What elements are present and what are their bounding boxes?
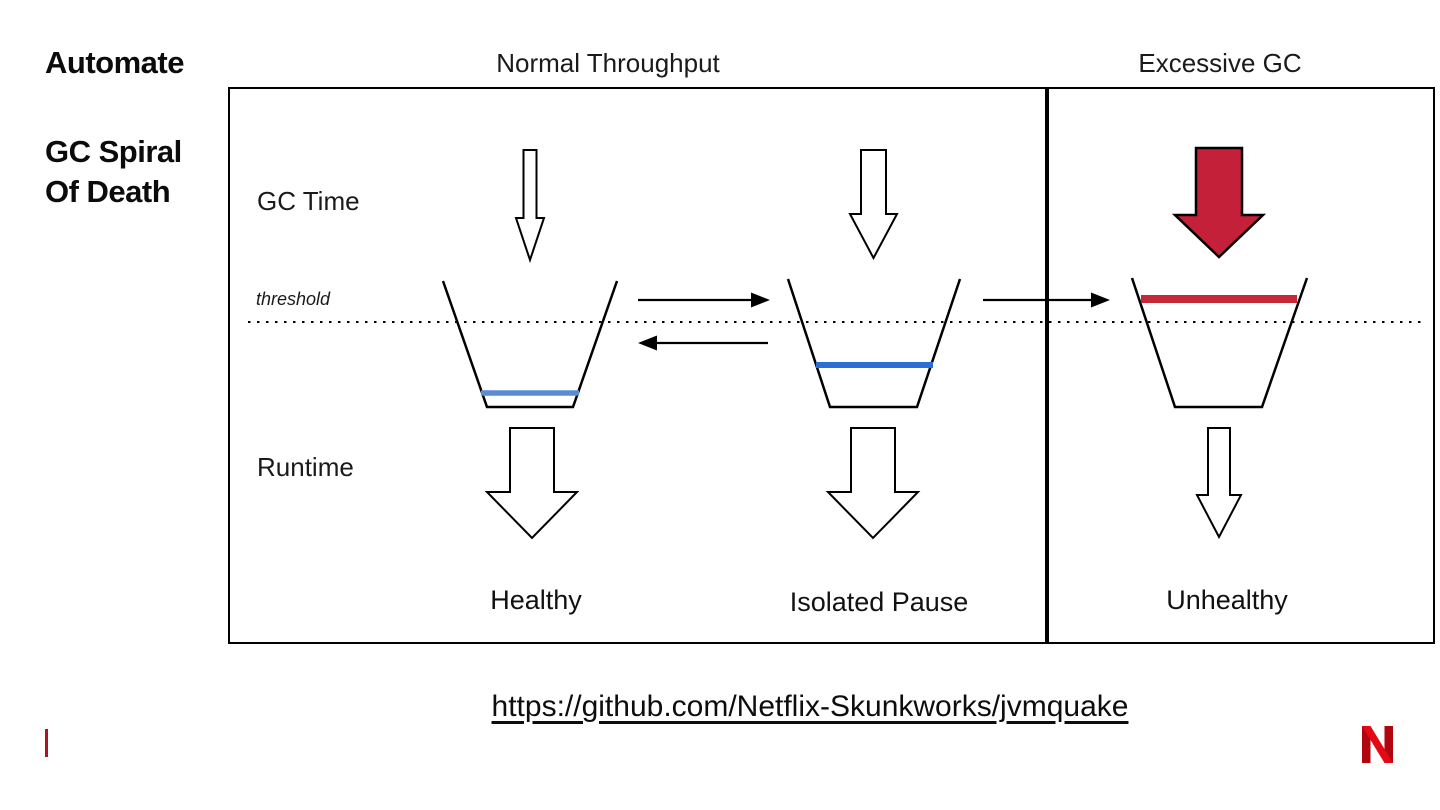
state-label-healthy: Healthy (490, 585, 582, 615)
threshold-label: threshold (256, 289, 331, 309)
netflix-logo-icon (1362, 726, 1393, 763)
red-accent-bar (45, 729, 48, 757)
gc-time-label: GC Time (257, 186, 360, 216)
section-header-excessive-gc: Excessive GC (1138, 48, 1302, 78)
runtime-label: Runtime (257, 452, 354, 482)
state-label-isolated-pause: Isolated Pause (789, 587, 969, 617)
section-header-normal-throughput: Normal Throughput (496, 48, 720, 78)
github-repo-link[interactable]: https://github.com/Netflix-Skunkworks/jv… (491, 690, 1129, 723)
slide-eyebrow: Automate (45, 45, 184, 80)
panel-excessive-gc (1045, 87, 1435, 644)
slide-title: GC Spiral Of Death (45, 134, 182, 209)
panel-normal-throughput (228, 87, 1049, 644)
state-label-unhealthy: Unhealthy (1166, 585, 1288, 615)
